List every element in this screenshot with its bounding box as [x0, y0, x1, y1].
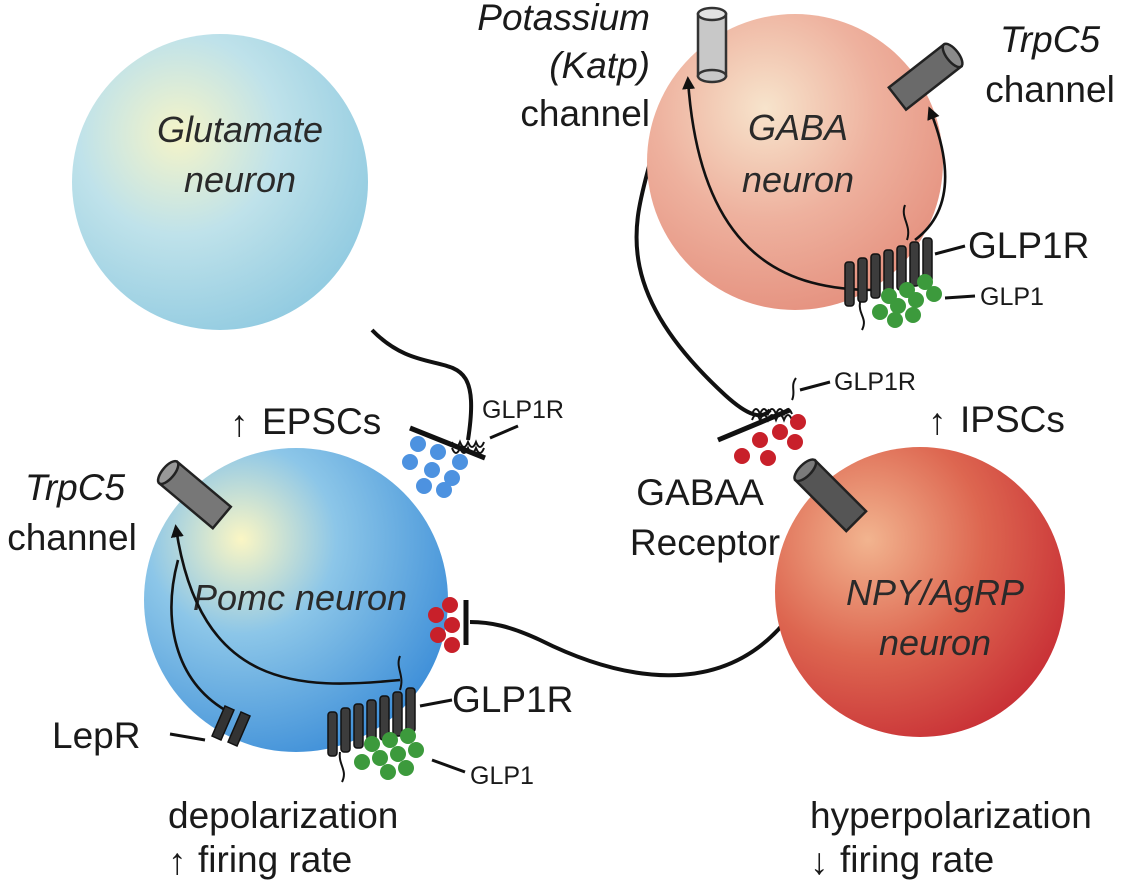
gaba-neuron-label-2: neuron — [742, 159, 854, 200]
pomc-trpc5-label-2: channel — [7, 517, 137, 558]
pomc-neuron-label: Pomc neuron — [193, 577, 407, 618]
lepr-leader — [169, 732, 206, 742]
gaba-trpc5-label-2: channel — [985, 69, 1115, 110]
gaba-trpc5-channel-icon — [887, 42, 964, 112]
lepr-receptor-icon — [211, 705, 251, 747]
pomc-glp1-leader — [431, 758, 466, 774]
firing-rate-decrease-label: firing rate — [840, 839, 994, 880]
gaba-terminal-glp1r-leader — [799, 380, 831, 392]
lepr-label: LepR — [52, 715, 140, 756]
firing-rate-increase-label: firing rate — [198, 839, 352, 880]
katp-label-2: (Katp) — [549, 45, 650, 86]
gaba-trpc5-signal-arrow — [914, 106, 947, 242]
gaba-glp1-label: GLP1 — [980, 283, 1044, 311]
glutamate-neuron-cell — [72, 34, 368, 330]
gabaa-label-1: GABAA — [636, 472, 764, 513]
npy-axon — [469, 620, 787, 678]
glutamate-vesicles — [402, 436, 468, 498]
firing-rate-down-arrow-icon: ↓ — [810, 841, 829, 882]
gaba-terminal-glp1r-icon — [751, 377, 797, 423]
gaba-terminal-glp1r-label: GLP1R — [834, 368, 916, 396]
gaba-glp1-leader — [944, 294, 976, 300]
npy-terminal-vesicles — [428, 597, 460, 653]
gaba-glp1r-receptor-icon — [844, 204, 933, 331]
glutamate-glp1r-label: GLP1R — [482, 396, 564, 424]
gaba-glp1r-leader — [934, 244, 966, 256]
npy-agrp-neuron-label: NPY/AgRP — [846, 572, 1024, 613]
gaba-glp1-dots — [872, 274, 942, 328]
gaba-neuron-cell — [647, 14, 943, 310]
ipscs-up-arrow-icon: ↑ — [928, 401, 947, 442]
katp-label-3: channel — [520, 93, 650, 134]
pomc-trpc5-signal-arrow — [170, 524, 401, 685]
epscs-label: EPSCs — [262, 401, 381, 442]
depolarization-label: depolarization — [168, 795, 398, 836]
epscs-up-arrow-icon: ↑ — [230, 403, 249, 444]
pomc-glp1r-leader — [419, 698, 453, 708]
katp-label-1: Potassium — [477, 0, 650, 38]
pomc-neuron-cell — [144, 448, 448, 752]
glutamate-terminal-glp1r-icon — [451, 439, 485, 454]
gabaa-label-2: Receptor — [630, 522, 780, 563]
firing-rate-up-arrow-icon: ↑ — [168, 841, 187, 882]
gaba-katp-signal-arrow — [682, 76, 876, 292]
pomc-glp1r-label: GLP1R — [452, 679, 573, 720]
glutamate-neuron-label-2: neuron — [184, 159, 296, 200]
gaba-trpc5-label-1: TrpC5 — [1000, 19, 1100, 60]
glutamate-neuron-label: Glutamate — [157, 109, 323, 150]
pomc-trpc5-label-1: TrpC5 — [25, 467, 125, 508]
npy-agrp-neuron-label-2: neuron — [879, 622, 991, 663]
glutamate-glp1r-leader — [489, 424, 519, 440]
pomc-lepr-signal-path — [170, 559, 226, 712]
hyperpolarization-label: hyperpolarization — [810, 795, 1092, 836]
gaba-vesicles — [734, 414, 806, 466]
pomc-trpc5-channel-icon — [156, 459, 233, 530]
katp-channel-icon — [696, 6, 728, 84]
glutamate-axon — [370, 328, 474, 441]
gaba-axon — [634, 149, 772, 418]
gaba-neuron-label: GABA — [748, 107, 848, 148]
gabaa-receptor-icon — [793, 458, 868, 533]
pomc-glp1-label: GLP1 — [470, 762, 534, 790]
pomc-glp1-dots — [354, 728, 424, 780]
ipscs-label: IPSCs — [960, 399, 1065, 440]
pomc-glp1r-receptor-icon — [327, 655, 416, 783]
gaba-glp1r-label: GLP1R — [968, 225, 1089, 266]
